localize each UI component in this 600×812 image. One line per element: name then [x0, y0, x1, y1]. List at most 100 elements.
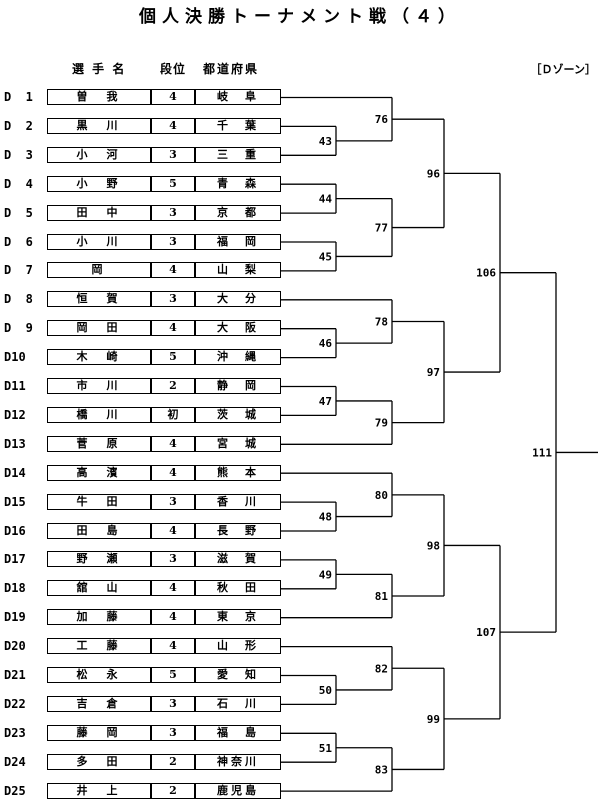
seed-label: D16 — [4, 523, 26, 538]
player-dan: 4 — [151, 89, 195, 105]
player-name: 舘 山 — [47, 580, 151, 597]
player-dan: 2 — [151, 753, 195, 770]
player-prefecture: 神奈川 — [195, 753, 281, 770]
player-prefecture: 熊 本 — [195, 464, 281, 481]
player-dan: 3 — [151, 551, 195, 568]
seed-label: D10 — [4, 350, 26, 365]
player-dan: 2 — [151, 378, 195, 394]
player-dan: 4 — [151, 117, 195, 134]
player-prefecture: 長 野 — [195, 522, 281, 539]
player-name: 菅 原 — [47, 435, 151, 452]
player-prefecture: 香 川 — [195, 493, 281, 510]
player-dan: 初 — [151, 406, 195, 423]
seed-label: D22 — [4, 696, 26, 711]
player-dan: 4 — [151, 638, 195, 655]
seed-label: D 9 — [4, 321, 33, 336]
player-dan: 3 — [151, 146, 195, 163]
player-name: 藤 岡 — [47, 724, 151, 741]
player-prefecture: 京 都 — [195, 204, 281, 221]
player-dan: 2 — [151, 782, 195, 799]
match-number: 46 — [319, 337, 333, 350]
player-prefecture: 福 島 — [195, 724, 281, 741]
match-number: 106 — [476, 267, 496, 280]
seed-label: D 4 — [4, 176, 33, 191]
match-number: 44 — [319, 193, 333, 206]
seed-label: D 3 — [4, 147, 33, 162]
seed-label: D 6 — [4, 234, 33, 249]
match-number: 50 — [319, 684, 332, 697]
player-name: 井 上 — [47, 782, 151, 799]
player-name: 松 永 — [47, 667, 151, 683]
match-number: 99 — [427, 713, 440, 726]
seed-label: D25 — [4, 783, 26, 798]
header-player-name: 選 手 名 — [72, 62, 127, 76]
player-prefecture: 宮 城 — [195, 435, 281, 452]
player-name: 多 田 — [47, 753, 151, 770]
seed-label: D 5 — [4, 205, 33, 220]
seed-label: D23 — [4, 725, 26, 740]
match-number: 51 — [319, 742, 333, 755]
player-prefecture: 千 葉 — [195, 117, 281, 134]
match-number: 47 — [319, 395, 332, 408]
match-number: 80 — [375, 489, 388, 502]
seed-label: D24 — [4, 754, 26, 769]
player-name: 田 中 — [47, 204, 151, 221]
match-number: 97 — [427, 366, 440, 379]
player-name: 牛 田 — [47, 493, 151, 510]
player-prefecture: 福 岡 — [195, 233, 281, 250]
seed-label: D 8 — [4, 292, 33, 307]
seed-label: D13 — [4, 436, 26, 451]
seed-label: D14 — [4, 465, 26, 480]
zone-label: ［Ｄゾーン］ — [530, 63, 596, 76]
match-number: 43 — [319, 135, 332, 148]
seed-label: D18 — [4, 581, 26, 596]
player-name: 岡 — [47, 262, 151, 279]
match-number: 81 — [375, 590, 389, 603]
player-prefecture: 沖 縄 — [195, 349, 281, 366]
player-name: 橋 川 — [47, 406, 151, 423]
player-prefecture: 鹿児島 — [195, 782, 281, 799]
player-dan: 3 — [151, 233, 195, 250]
match-number: 49 — [319, 568, 332, 581]
player-dan: 3 — [151, 291, 195, 308]
player-dan: 4 — [151, 464, 195, 481]
player-dan: 5 — [151, 349, 195, 366]
player-prefecture: 静 岡 — [195, 378, 281, 394]
player-prefecture: 山 形 — [195, 638, 281, 655]
player-prefecture: 茨 城 — [195, 406, 281, 423]
player-name: 野 瀬 — [47, 551, 151, 568]
player-dan: 4 — [151, 609, 195, 626]
match-number: 82 — [375, 662, 388, 675]
match-number: 78 — [375, 315, 388, 328]
player-prefecture: 三 重 — [195, 146, 281, 163]
player-prefecture: 大 分 — [195, 291, 281, 308]
player-prefecture: 秋 田 — [195, 580, 281, 597]
page-title: 個人決勝トーナメント戦（４） — [139, 7, 461, 27]
match-number: 83 — [375, 763, 388, 776]
player-name: 小 川 — [47, 233, 151, 250]
player-name: 吉 倉 — [47, 695, 151, 712]
player-dan: 3 — [151, 204, 195, 221]
player-name: 工 藤 — [47, 638, 151, 655]
player-name: 木 崎 — [47, 349, 151, 366]
match-number: 96 — [427, 167, 441, 180]
player-dan: 4 — [151, 320, 195, 337]
player-name: 曽 我 — [47, 89, 151, 105]
seed-label: D17 — [4, 552, 26, 567]
player-prefecture: 石 川 — [195, 695, 281, 712]
